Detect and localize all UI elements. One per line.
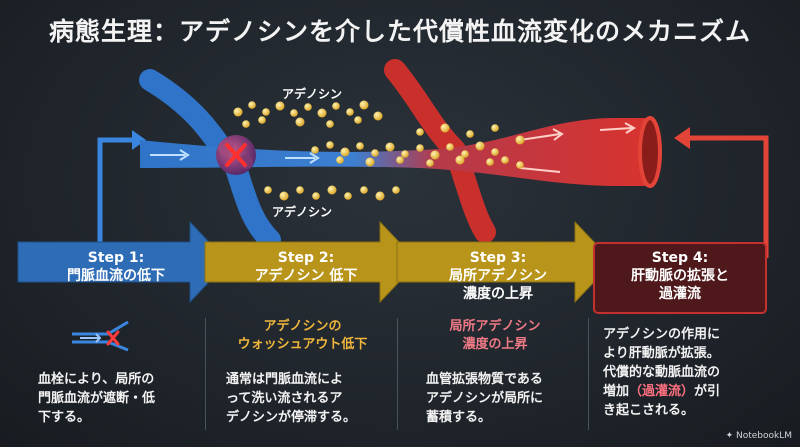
divider-1: [205, 318, 206, 430]
step4-box: [593, 242, 767, 314]
divider-3: [588, 318, 589, 430]
loop-arrowhead-left: [132, 130, 146, 150]
portal-vein-lower-branch: [224, 154, 281, 251]
adenosine-particle: [275, 101, 285, 111]
step4-name-line2: 過灌流: [658, 285, 701, 302]
step1-number: Step 1:: [88, 250, 145, 266]
adenosine-particle: [430, 150, 440, 160]
adenosine-particle: [242, 120, 250, 128]
step3-description: 血管拡張物質であるアデノシンが局所に蓄積する。: [426, 372, 544, 425]
loop-arrowhead-right: [674, 127, 690, 149]
adenosine-particle: [262, 108, 270, 116]
adenosine-particle: [264, 186, 272, 194]
adenosine-particle: [401, 150, 409, 158]
adenosine-particle: [446, 143, 454, 151]
loop-line-left: [97, 137, 132, 245]
adenosine-particle: [340, 147, 350, 157]
adenosine-particle: [515, 135, 525, 145]
adenosine-particle: [354, 116, 362, 124]
step3-subtitle: 局所アデノシン濃度の上昇: [449, 319, 541, 352]
adenosine-particle: [326, 120, 334, 128]
thrombus-clot: [216, 135, 256, 175]
adenosine-particle: [296, 186, 304, 194]
adenosine-particle: [344, 192, 352, 200]
adenosine-particle: [336, 156, 344, 164]
artery-lower-branch: [449, 154, 496, 243]
artery-lumen: [638, 116, 662, 188]
adenosine-particle: [359, 100, 369, 110]
adenosine-particle: [516, 161, 524, 169]
adenosine-particle: [375, 191, 385, 201]
adenosine-particle: [279, 191, 289, 201]
adenosine-particle: [440, 123, 450, 133]
brand-watermark: ✦ NotebookLM: [725, 431, 792, 441]
adenosine-particle: [248, 101, 256, 109]
adenosine-particle: [461, 150, 469, 158]
adenosine-particle: [360, 186, 368, 194]
artery-flow-arrows: [519, 122, 636, 173]
page-title: 病態生理：アデノシンを介した代償性血流変化のメカニズム: [48, 17, 751, 46]
step4-name-line1: 肝動脈の拡張と: [631, 267, 729, 284]
adenosine-particles: [233, 100, 525, 201]
adenosine-particle: [356, 142, 364, 150]
adenosine-particle: [346, 108, 354, 116]
step4-description: アデノシンの作用により肝動脈が拡張。代償的な動脈血流の 増加（過灌流）が引 き起…: [603, 327, 721, 418]
adenosine-label-bottom: アデノシン: [272, 204, 332, 219]
loop-line-right: [690, 135, 769, 258]
adenosine-particle: [426, 159, 434, 167]
adenosine-particle: [326, 141, 334, 149]
adenosine-particle: [332, 102, 340, 110]
adenosine-particle: [327, 185, 337, 195]
step3-name-line1: 局所アデノシン: [449, 267, 547, 284]
portal-flow-arrows: [150, 149, 320, 164]
step2-subtitle: アデノシンのウォッシュアウト低下: [237, 319, 368, 352]
adenosine-particle: [491, 148, 499, 156]
divider-2: [397, 318, 398, 430]
step4-number: Step 4:: [652, 250, 709, 266]
hyperperfusion-highlight: （過灌流）: [629, 384, 695, 399]
adenosine-particle: [365, 157, 375, 167]
step1-description: 血栓により、局所の門脈血流が遮断・低下する。: [38, 372, 156, 425]
adenosine-particle: [416, 128, 424, 136]
adenosine-particle: [290, 109, 298, 117]
adenosine-particle: [501, 156, 509, 164]
adenosine-particle: [486, 158, 494, 166]
adenosine-particle: [475, 141, 485, 151]
step1-name: 門脈血流の低下: [67, 267, 165, 284]
adenosine-label-top: アデノシン: [282, 86, 342, 101]
adenosine-particle: [373, 111, 383, 121]
adenosine-particle: [311, 146, 319, 154]
adenosine-particle: [416, 144, 424, 152]
adenosine-particle: [258, 116, 266, 124]
step2-number: Step 2:: [278, 250, 335, 266]
adenosine-particle: [371, 149, 379, 157]
adenosine-particle: [317, 108, 327, 118]
adenosine-particle: [392, 186, 400, 194]
adenosine-particle: [312, 192, 320, 200]
step2-name: アデノシン 低下: [255, 267, 358, 284]
blocked-vessel-icon: [72, 320, 129, 352]
step3-number: Step 3:: [470, 250, 527, 266]
artery-upper-branch: [384, 59, 466, 161]
adenosine-particle: [295, 117, 305, 127]
adenosine-particle: [466, 130, 474, 138]
adenosine-particle: [385, 142, 395, 152]
step3-name-line2: 濃度の上昇: [463, 285, 533, 302]
adenosine-particle: [455, 155, 465, 165]
step2-description: 通常は門脈血流によって洗い流されるアデノシンが停滞する。: [226, 372, 357, 425]
adenosine-particle: [491, 124, 499, 132]
adenosine-particle: [304, 103, 312, 111]
adenosine-particle: [396, 156, 404, 164]
adenosine-particle: [233, 107, 243, 117]
